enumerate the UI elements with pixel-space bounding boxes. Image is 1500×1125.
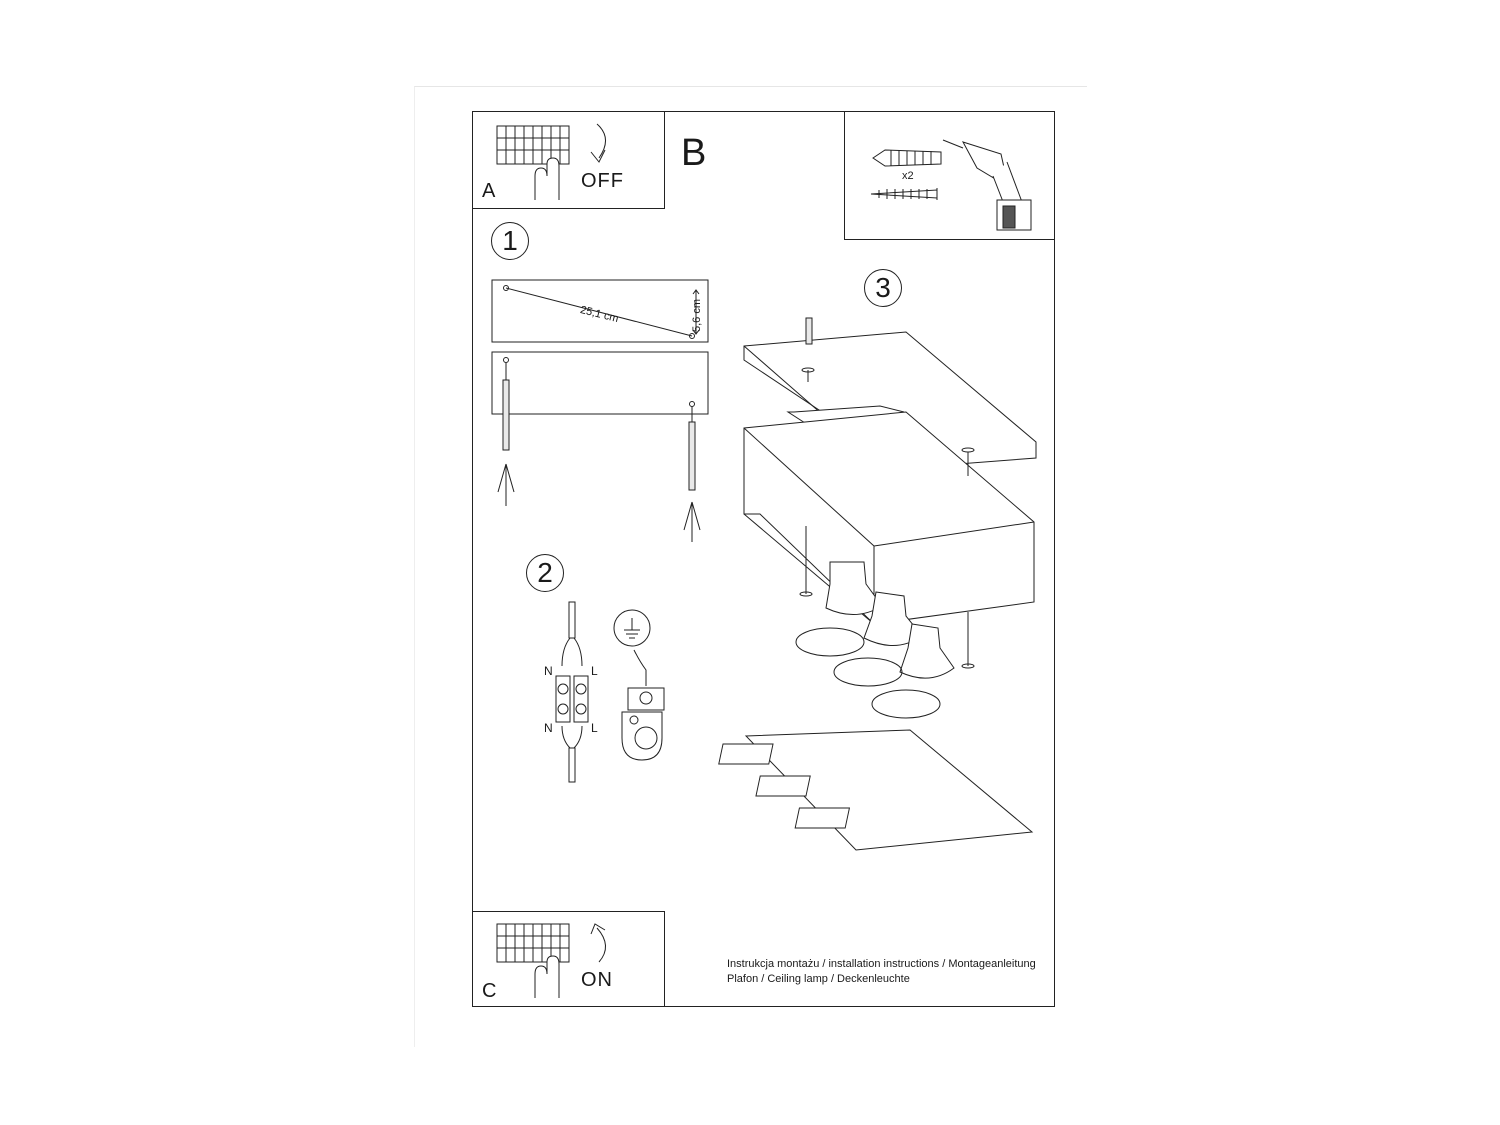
breaker-switches (505, 126, 561, 164)
mounting-plate (743, 317, 1037, 469)
panel-b-tools: x2 (844, 111, 1055, 240)
ground-terminal-lug (621, 711, 663, 761)
lamp-housing (743, 405, 1035, 625)
ceiling-plate-outline-2 (491, 351, 709, 415)
switch-on-arrow-icon (590, 923, 606, 963)
panel-c-letter: C (482, 980, 497, 1002)
step-1-number: 1 (491, 222, 529, 260)
live-label-bottom: L (591, 721, 598, 735)
footer-subtitle: Plafon / Ceiling lamp / Deckenleuchte (727, 973, 910, 985)
lamp-exploded-view (718, 317, 1037, 851)
neutral-label-bottom: N (544, 721, 553, 735)
live-label-top: L (591, 664, 598, 678)
fuse-box-icon (496, 125, 570, 200)
height-dimension: 5,6 cm (691, 298, 703, 332)
switch-on-label: ON (581, 969, 613, 991)
ground-connection-diagram (613, 609, 665, 761)
terminal-n (555, 675, 571, 723)
switch-off-arrow-icon (590, 123, 606, 163)
panel-a-letter: A (482, 180, 496, 202)
panel-c: ON C (472, 911, 665, 1007)
instruction-frame (472, 111, 1055, 1007)
footer-title: Instrukcja montażu / installation instru… (727, 958, 1036, 970)
switch-off-label: OFF (581, 170, 624, 192)
terminal-block-diagram (555, 601, 589, 783)
ground-symbol-icon (613, 609, 651, 647)
drill-icon (942, 139, 1032, 231)
ceiling-plate-outline (491, 279, 709, 343)
diagonal-measure-line (505, 287, 693, 337)
panel-a: OFF A (472, 111, 665, 209)
cable-out (568, 747, 576, 783)
wall-plug-icon (872, 149, 942, 167)
step-2-number: 2 (526, 554, 564, 592)
step-3-number: 3 (864, 269, 902, 307)
terminal-l (573, 675, 589, 723)
cable-in (568, 601, 576, 639)
neutral-label-top: N (544, 664, 553, 678)
panel-b-letter: B (681, 132, 707, 174)
gu10-bulbs (825, 561, 955, 679)
fuse-box-icon-c (496, 923, 570, 998)
step-1-drilling-diagram (491, 279, 709, 542)
screw-icon (870, 188, 938, 200)
housing-screws (799, 367, 975, 669)
instruction-sheet (414, 86, 1087, 1047)
bulb-retaining-rings (795, 627, 941, 719)
screw-quantity: x2 (902, 170, 914, 182)
front-cover-panel (718, 729, 1034, 851)
